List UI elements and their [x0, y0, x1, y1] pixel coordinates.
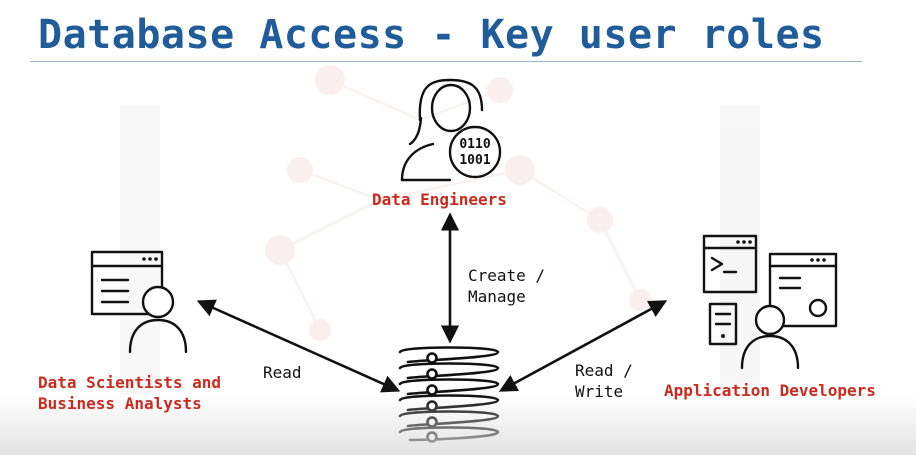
data-engineer-icon — [400, 78, 502, 182]
read-write-label-line2: Write — [575, 382, 624, 401]
data-engineers-label: Data Engineers — [372, 190, 507, 209]
binary-badge-icon: 0110 1001 — [459, 137, 490, 168]
read-write-label-line1: Read / — [575, 361, 633, 380]
read-label: Read — [263, 363, 302, 382]
create-manage-label-line2: Manage — [468, 287, 526, 306]
application-developers-label: Application Developers — [664, 381, 876, 400]
bottom-fade — [0, 395, 916, 455]
developer-window-dots-icon — [721, 240, 826, 338]
binary-row-1: 0110 — [459, 137, 490, 152]
binary-row-2: 1001 — [459, 153, 490, 168]
slide-title: Database Access - Key user roles — [38, 12, 825, 58]
window-dots-icon — [142, 257, 158, 261]
create-manage-label-line1: Create / — [468, 266, 546, 285]
data-scientist-icon — [90, 250, 188, 354]
background-network-watermark — [120, 65, 760, 395]
title-underline — [30, 61, 862, 62]
data-scientists-label-line2: Business Analysts — [38, 394, 202, 413]
scientists-database-arrow — [196, 299, 401, 393]
developers-database-arrow — [498, 300, 668, 392]
data-scientists-label-line1: Data Scientists and — [38, 373, 222, 392]
application-developer-icon — [702, 234, 838, 370]
